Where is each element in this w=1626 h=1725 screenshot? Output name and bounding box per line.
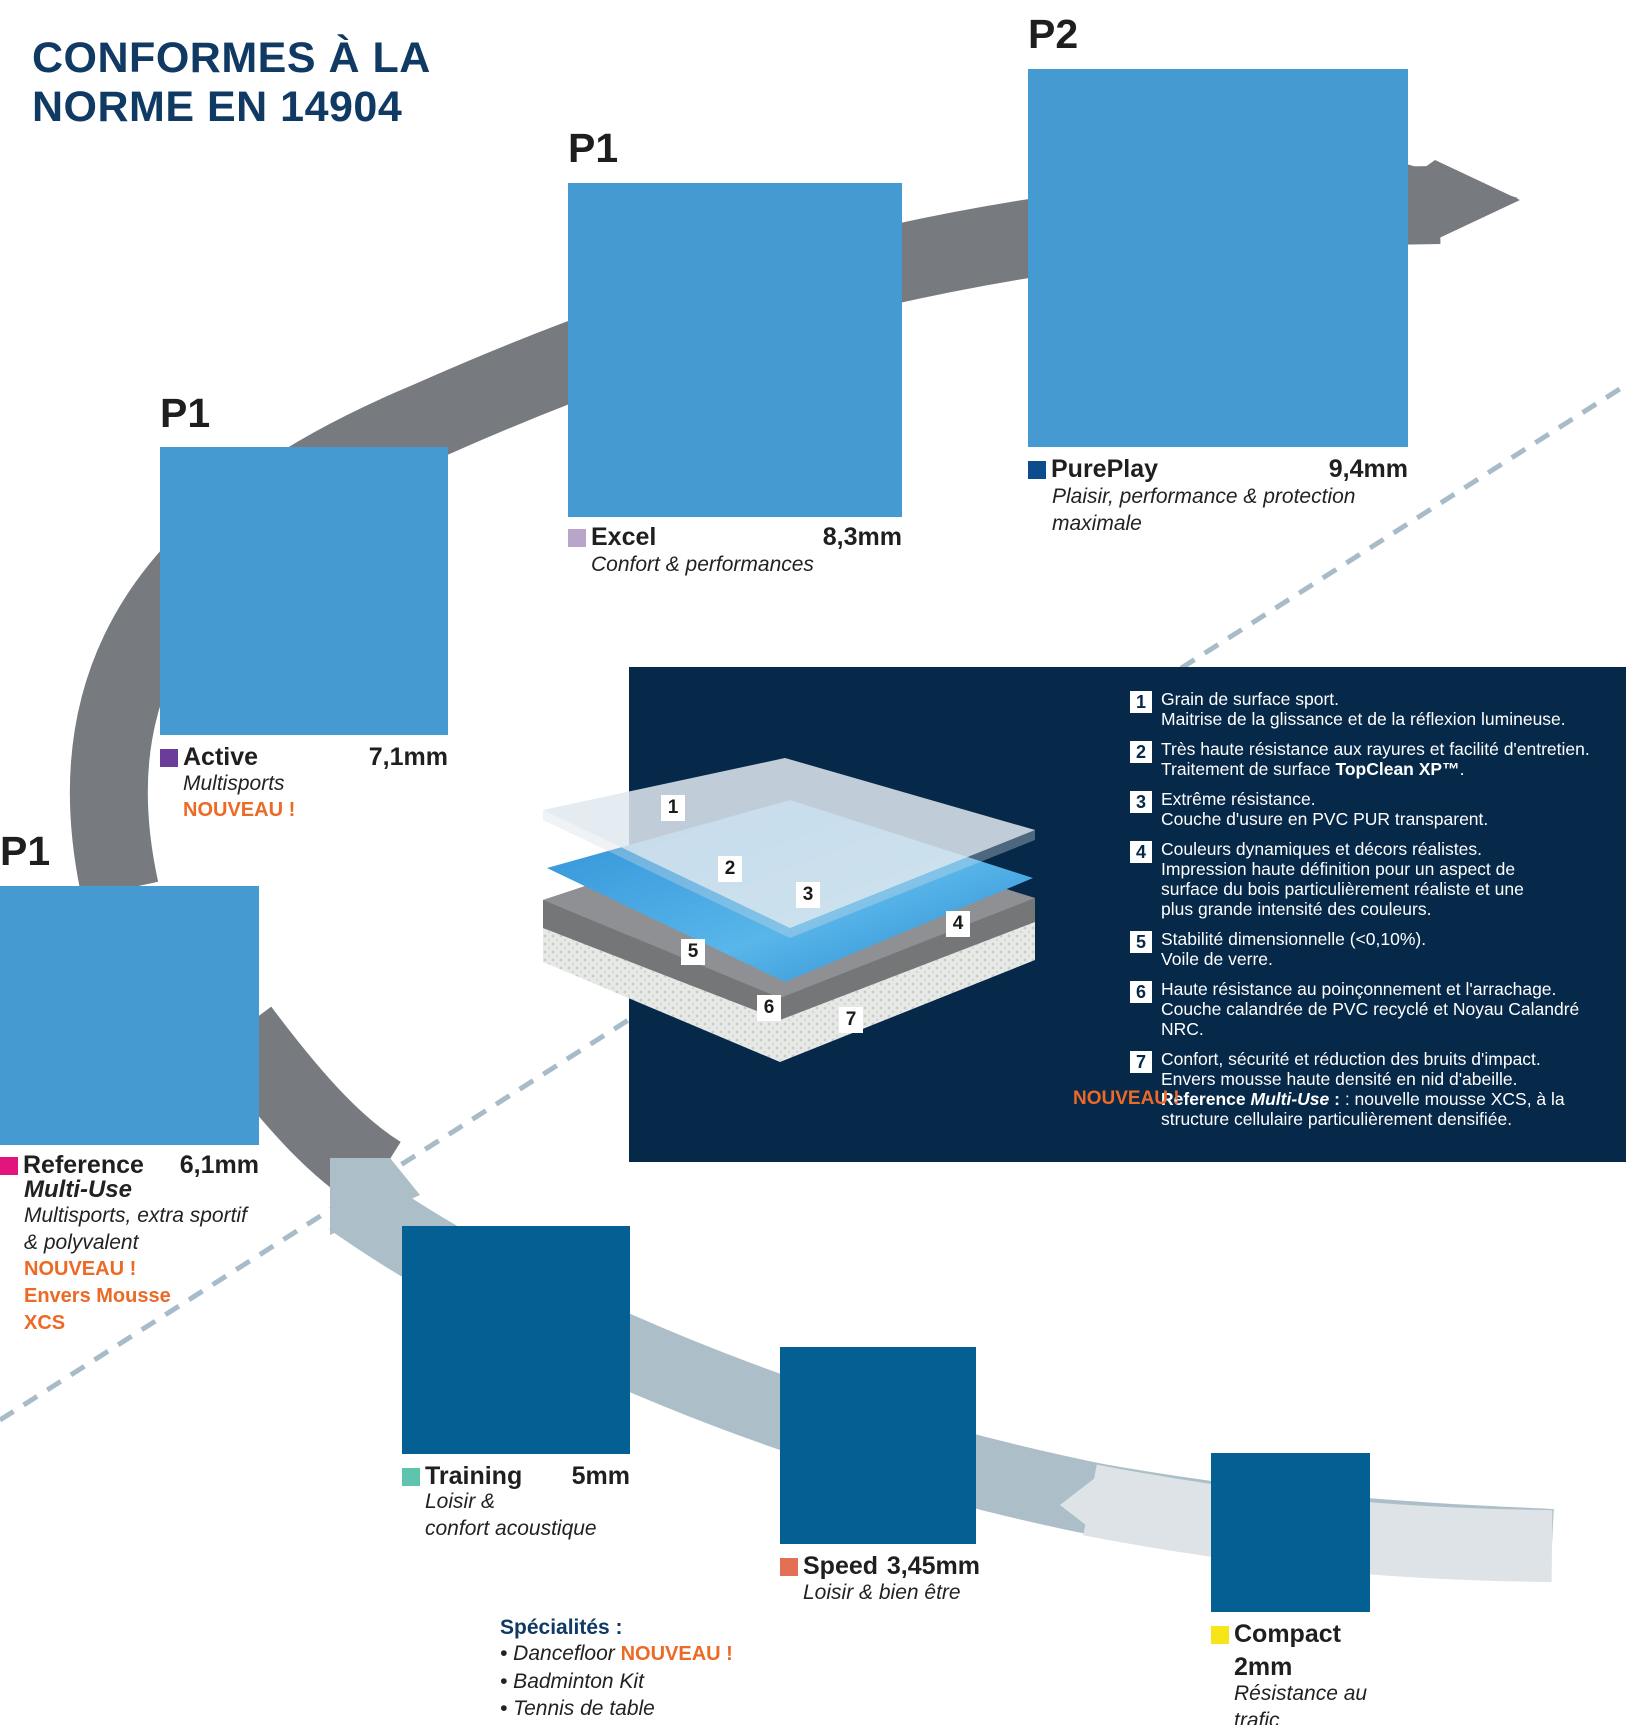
specialites-title: Spécialités : [500, 1616, 623, 1639]
diagram-number-6: 6 [757, 995, 781, 1021]
excel-name: Excel [591, 523, 657, 551]
layer-number-badge: 7 [1130, 1051, 1152, 1073]
speed-thickness: 3,45mm [886, 1552, 980, 1580]
reference-thickness: 6,1mm [179, 1151, 259, 1179]
layer-item: 4 Couleurs dynamiques et décors réaliste… [1120, 839, 1620, 919]
reference-desc: Multisports, extra sportif & polyvalent [24, 1204, 247, 1254]
speed-name: Speed [803, 1552, 879, 1580]
layer-item: 6 Haute résistance au poinçonnement et l… [1120, 979, 1620, 1039]
excel-swatch [568, 183, 902, 517]
diagram-number-4: 4 [946, 911, 970, 937]
purplay-name: PurePlay [1051, 455, 1159, 483]
compact-color-square [1211, 1625, 1229, 1644]
purplay-color-square [1028, 460, 1046, 479]
excel-desc: Confort & performances [591, 553, 814, 576]
reference-name-row: Reference 6,1mm [0, 1151, 259, 1180]
layer-number-badge: 1 [1130, 691, 1152, 713]
active-desc: Multisports [183, 772, 285, 795]
training-desc: Loisir & confort acoustique [425, 1490, 597, 1540]
class-label-purplay: P2 [1028, 11, 1079, 57]
layer-item: 3 Extrême résistance. Couche d'usure en … [1120, 789, 1620, 829]
speed-swatch [780, 1347, 976, 1544]
active-thickness: 7,1mm [368, 743, 448, 771]
purplay-thickness: 9,4mm [1328, 455, 1408, 483]
active-nouveau-badge: NOUVEAU ! [183, 799, 296, 821]
compact-name-row: Compact [1211, 1620, 1370, 1649]
arc-light-arrowhead [330, 1158, 420, 1235]
reference-name-line2: Multi-Use [24, 1176, 132, 1203]
specialite-item: • Dancefloor NOUVEAU ! [500, 1642, 733, 1665]
layer-number-badge: 3 [1130, 791, 1152, 813]
layers-list: 1 Grain de surface sport. Maitrise de la… [1073, 689, 1620, 1139]
training-color-square [402, 1467, 420, 1486]
layer-number-badge: 5 [1130, 931, 1152, 953]
reference-swatch [0, 886, 259, 1145]
reference-color-square [0, 1156, 18, 1175]
active-swatch [160, 447, 448, 735]
speed-color-square [780, 1557, 798, 1576]
training-swatch [402, 1226, 630, 1454]
diagram-number-5: 5 [681, 939, 705, 965]
layer-number-badge: 2 [1130, 741, 1152, 763]
specialite-item: • Badminton Kit [500, 1670, 644, 1693]
diagram-number-1: 1 [661, 795, 685, 821]
speed-desc: Loisir & bien être [803, 1581, 961, 1604]
layer-item: 2 Très haute résistance aux rayures et f… [1120, 739, 1620, 779]
layer-item: 7 Confort, sécurité et réduction des bru… [1073, 1049, 1565, 1129]
layer-number-badge: 6 [1130, 981, 1152, 1003]
excel-color-square [568, 528, 586, 547]
reference-name: Reference [23, 1151, 144, 1179]
purplay-swatch [1028, 69, 1408, 447]
diagram-number-7: 7 [839, 1007, 863, 1033]
layer-item: 5 Stabilité dimensionnelle (<0,10%). Voi… [1120, 929, 1620, 969]
excel-thickness: 8,3mm [822, 523, 902, 551]
reference-nouveau-badge: NOUVEAU ! Envers Mousse XCS [24, 1258, 171, 1334]
layer7-nouveau-badge: NOUVEAU ! [1073, 1088, 1180, 1109]
compact-swatch [1211, 1453, 1370, 1612]
purplay-desc: Plaisir, performance & protection maxima… [1052, 485, 1356, 535]
class-label-reference: P1 [0, 828, 51, 874]
class-label-active: P1 [160, 390, 211, 436]
layer-item: 1 Grain de surface sport. Maitrise de la… [1120, 689, 1620, 729]
diagram-number-3: 3 [796, 882, 820, 908]
active-name: Active [183, 743, 259, 771]
layers-exploded-diagram [543, 758, 1035, 1062]
active-color-square [160, 748, 178, 767]
active-name-row: Active 7,1mm [160, 743, 448, 772]
training-thickness: 5mm [571, 1462, 630, 1490]
compact-thickness: 2mm [1234, 1653, 1293, 1681]
page-title: CONFORMES À LA NORME EN 14904 [32, 34, 431, 131]
training-name: Training [425, 1462, 523, 1490]
class-label-excel: P1 [568, 125, 619, 171]
purplay-name-row: PurePlay 9,4mm [1028, 455, 1408, 484]
specialites-block: Spécialités : • Dancefloor NOUVEAU ! • B… [500, 1616, 733, 1722]
layer-number-badge: 4 [1130, 841, 1152, 863]
training-name-row: Training 5mm [402, 1462, 630, 1491]
compact-name: Compact [1234, 1620, 1341, 1648]
arc-dark-lower [208, 1006, 402, 1209]
compact-desc: Résistance au trafic [1234, 1682, 1368, 1725]
excel-name-row: Excel 8,3mm [568, 523, 902, 552]
specialite-item: • Tennis de table [500, 1697, 655, 1720]
speed-name-row: Speed 3,45mm [780, 1552, 980, 1581]
diagram-number-2: 2 [718, 856, 742, 882]
